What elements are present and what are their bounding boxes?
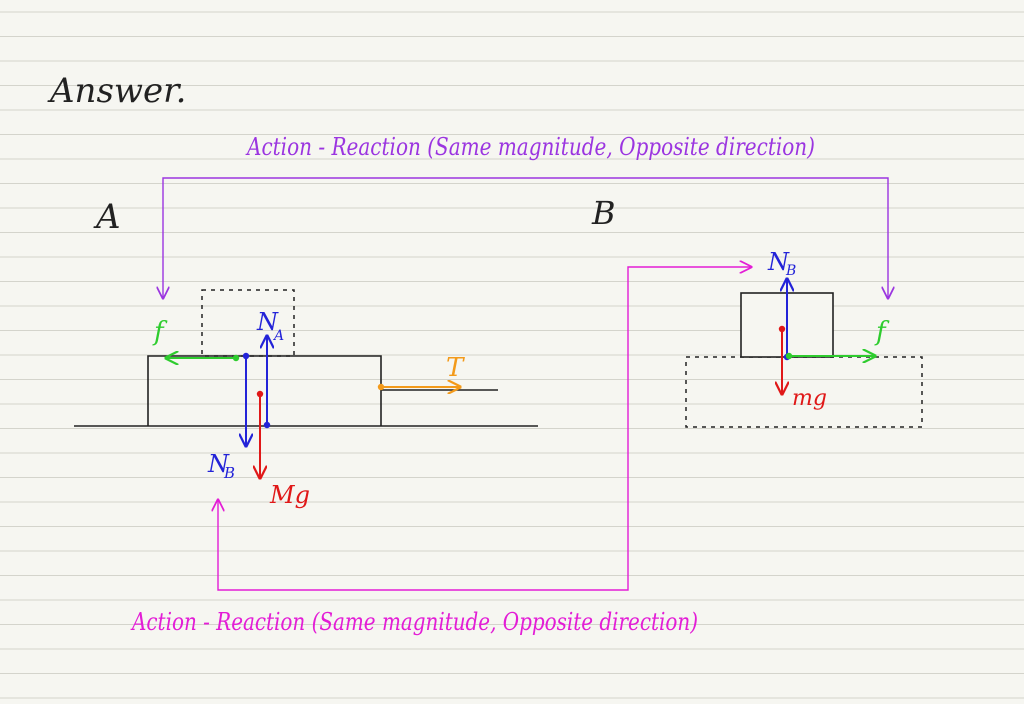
friction-label-a: f <box>152 317 168 347</box>
normal-a-sub: A <box>272 328 284 344</box>
normal-b-sub: B <box>785 263 796 279</box>
normal-b-sub-a: B <box>223 464 235 482</box>
normal-pair-annotation: Action - Reaction (Same magnitude, Oppos… <box>130 608 698 636</box>
tension-origin <box>377 383 385 391</box>
tension-label: T <box>446 353 465 383</box>
block-a <box>147 355 382 426</box>
diagram-b: N B mg f <box>685 248 923 428</box>
friction-pair-connector: Action - Reaction (Same magnitude, Oppos… <box>163 133 888 298</box>
weight-origin-b <box>778 325 786 333</box>
friction-pair-annotation: Action - Reaction (Same magnitude, Oppos… <box>245 133 815 161</box>
block-b-ghost <box>201 289 295 357</box>
friction-label-b: f <box>874 317 890 347</box>
friction-origin-a <box>232 354 240 362</box>
label-b: B <box>591 194 616 232</box>
weight-label-a: Mg <box>269 481 310 509</box>
normal-pair-connector: Action - Reaction (Same magnitude, Oppos… <box>130 267 751 636</box>
friction-pair-line <box>163 177 888 298</box>
normal-b-label: N <box>767 248 790 276</box>
weight-origin-a <box>256 390 264 398</box>
page-heading: Answer. <box>47 71 186 111</box>
weight-label-b: mg <box>792 386 827 411</box>
diagram-a: f N B N A Mg T <box>74 289 538 509</box>
label-a: A <box>93 197 121 237</box>
normal-a-origin <box>263 421 271 429</box>
normal-pair-line <box>218 267 751 591</box>
normal-b-origin-a <box>242 352 250 360</box>
friction-origin-b <box>785 352 793 360</box>
